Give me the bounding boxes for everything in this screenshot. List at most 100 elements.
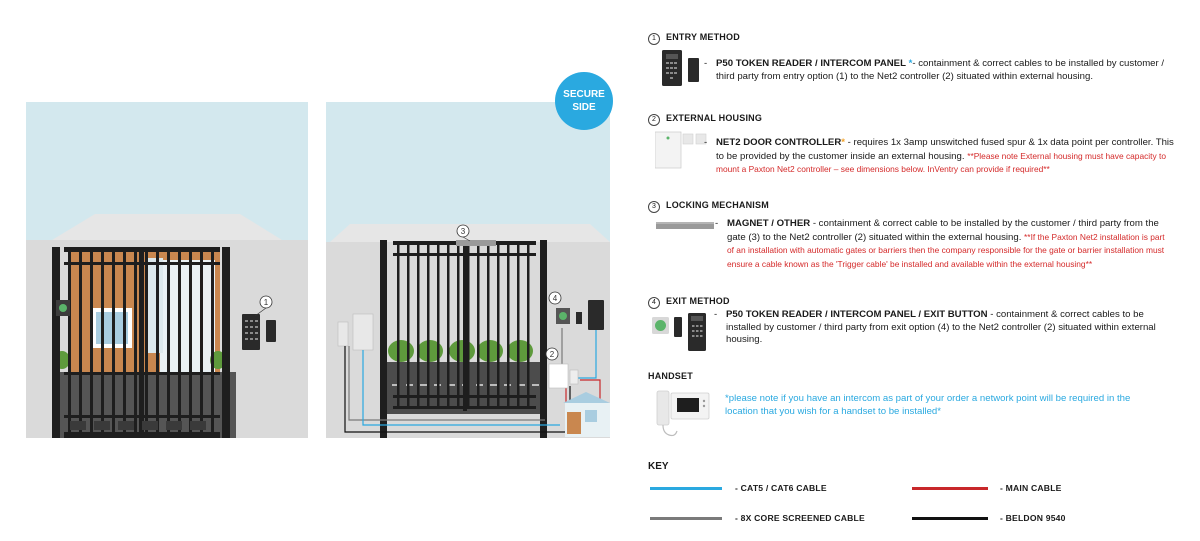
decor-shape [437, 243, 440, 408]
secure-side-scene: 3 4 2 SECURE SIDE [326, 72, 613, 438]
decor-shape [448, 384, 455, 386]
hedge-shape [477, 340, 503, 362]
decor-shape [156, 250, 159, 436]
decor-shape [189, 250, 192, 436]
marker-4: 4 [553, 294, 558, 303]
handset-note: *please note if you have an intercom as … [725, 393, 1131, 417]
handset-icon [656, 390, 710, 437]
decor-shape [397, 243, 400, 408]
housing-text: - requires 1x 3amp unswitched fused spur… [716, 137, 1174, 162]
decor-shape [101, 250, 104, 436]
handset-title: HANDSET [648, 371, 693, 381]
housing-asterisk: * [841, 137, 845, 148]
decor-shape [200, 250, 203, 436]
decor-shape [255, 326, 258, 328]
key-8core-line [650, 517, 722, 520]
decor-shape [245, 320, 248, 322]
decor-shape [527, 243, 530, 408]
housing-note: **Please note External housing must have… [716, 150, 1166, 175]
entry-method-heading: 1 ENTRY METHOD [648, 32, 740, 45]
decor-shape [79, 250, 82, 436]
exit-number: 4 [648, 297, 660, 309]
key-beldon-label: - BELDON 9540 [1000, 513, 1066, 523]
decor-shape [94, 421, 110, 430]
decor-shape [532, 384, 539, 386]
housing-description: -NET2 DOOR CONTROLLER* - requires 1x 3am… [704, 137, 1174, 175]
decor-shape [190, 421, 206, 430]
entry-title: ENTRY METHOD [666, 32, 740, 42]
hedge-shape [388, 340, 414, 362]
decor-shape [70, 421, 86, 430]
entry-asterisk: * [908, 58, 913, 69]
exit-button-icon [652, 313, 706, 351]
decor-shape [417, 243, 420, 408]
entry-name: P50 TOKEN READER / INTERCOM PANEL [716, 58, 906, 69]
decor-shape [68, 250, 71, 436]
exit-description: -P50 TOKEN READER / INTERCOM PANEL / EXI… [714, 309, 1156, 346]
decor-shape [145, 250, 148, 436]
housing-heading: 2 EXTERNAL HOUSING [648, 113, 762, 126]
decor-shape [427, 243, 430, 408]
decor-shape [420, 384, 427, 386]
decor-shape [112, 250, 115, 436]
decor-shape [166, 421, 182, 430]
decor-shape [487, 243, 490, 408]
decor-shape [457, 243, 460, 408]
decor-shape [490, 384, 497, 386]
decor-shape [167, 250, 170, 436]
decor-shape [467, 243, 470, 408]
decor-shape [134, 250, 137, 436]
key-cat5-label: - CAT5 / CAT6 CABLE [735, 483, 827, 493]
decor-shape [255, 320, 258, 322]
decor-shape [250, 320, 253, 322]
decor-shape [250, 338, 253, 340]
entry-number: 1 [648, 33, 660, 45]
exit-name: P50 TOKEN READER / INTERCOM PANEL / EXIT… [726, 309, 988, 320]
decor-shape [477, 243, 480, 408]
decor-shape [90, 250, 93, 436]
key-main-line [912, 487, 988, 490]
entry-description: -P50 TOKEN READER / INTERCOM PANEL *- co… [704, 58, 1165, 82]
locking-title: LOCKING MECHANISM [666, 200, 769, 210]
secure-side-badge [555, 72, 613, 130]
housing-number: 2 [648, 114, 660, 126]
locking-description: -MAGNET / OTHER - containment & correct … [715, 218, 1165, 269]
key-cat5-line [650, 487, 722, 490]
key-8core-label: - 8X CORE SCREENED CABLE [735, 513, 865, 523]
key-beldon-line [912, 517, 988, 520]
badge-line-2: SIDE [572, 102, 596, 113]
decor-shape [447, 243, 450, 408]
marker-1: 1 [264, 298, 269, 307]
decor-shape [118, 421, 134, 430]
decor-shape [123, 250, 126, 436]
locking-note: **If the Paxton Net2 installation is par… [727, 231, 1165, 269]
decor-shape [518, 384, 525, 386]
decor-shape [392, 384, 399, 386]
housing-title: EXTERNAL HOUSING [666, 113, 763, 123]
housing-name: NET2 DOOR CONTROLLER [716, 137, 842, 148]
decor-shape [255, 338, 258, 340]
decor-shape [245, 332, 248, 334]
marker-3: 3 [461, 227, 466, 236]
decor-shape [178, 250, 181, 436]
decor-shape [245, 326, 248, 328]
entry-text: - containment & correct cables to be ins… [716, 58, 1165, 82]
locking-name: MAGNET / OTHER [727, 218, 811, 229]
marker-2: 2 [550, 350, 555, 359]
decor-shape [142, 421, 158, 430]
decor-shape [139, 248, 144, 438]
gate-installation-illustration: 1 3 [26, 72, 613, 438]
exit-text: - containment & correct cables to be ins… [726, 309, 1156, 346]
handset-heading: HANDSET [648, 371, 693, 381]
hedge-shape [507, 340, 533, 362]
public-side-scene: 1 [26, 102, 308, 438]
decor-shape [255, 332, 258, 334]
locking-text: - containment & correct cable to be inst… [727, 218, 1159, 243]
badge-line-1: SECURE [563, 89, 605, 100]
decor-shape [497, 243, 500, 408]
hedge-shape [417, 340, 443, 362]
decor-shape [507, 243, 510, 408]
decor-shape [407, 243, 410, 408]
token-reader-icon [662, 50, 699, 86]
